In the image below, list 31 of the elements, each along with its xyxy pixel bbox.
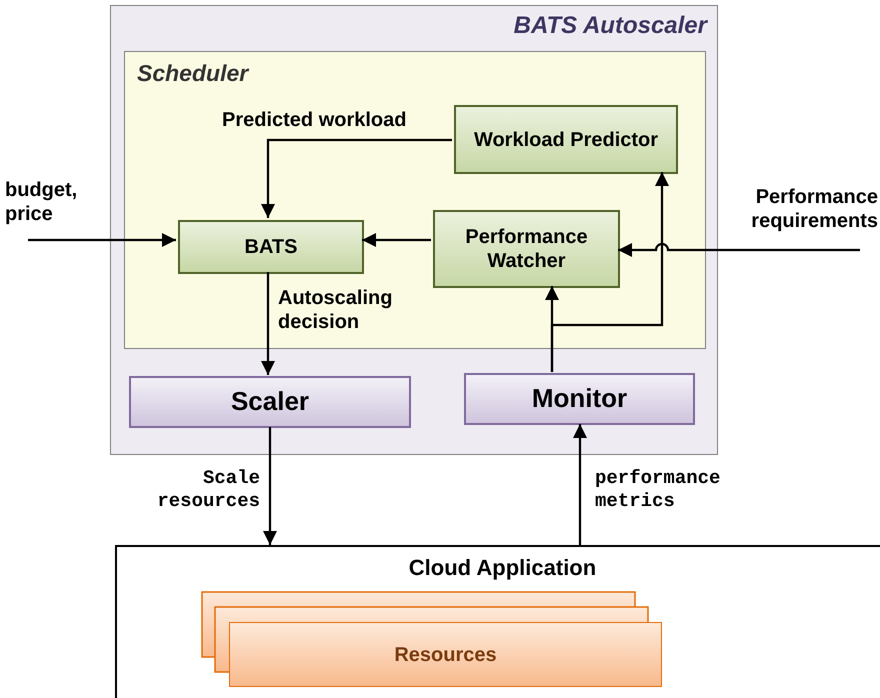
arrow xyxy=(550,172,669,372)
scheduler-panel xyxy=(124,51,706,349)
node-label: Performance Watcher xyxy=(464,225,589,273)
arrow xyxy=(28,233,176,247)
resource-card xyxy=(229,622,662,687)
input-label: budget, price xyxy=(5,178,78,226)
process-box xyxy=(433,210,620,288)
component-box xyxy=(129,376,411,428)
arrow xyxy=(261,138,452,218)
input-label: Performance requirements xyxy=(750,185,878,233)
node-label: Workload Predictor xyxy=(472,128,660,152)
panel-title: Scheduler xyxy=(137,60,248,88)
edge-label: Autoscaling decision xyxy=(278,286,394,334)
arrow xyxy=(618,242,860,257)
node-label: Monitor xyxy=(530,383,628,415)
edge-label: Predicted workload xyxy=(222,108,406,132)
arrow xyxy=(263,427,277,545)
node-label: Scaler xyxy=(230,386,310,418)
component-box xyxy=(464,373,695,425)
arrow xyxy=(573,424,587,545)
edge-label: performance metrics xyxy=(595,467,722,513)
autoscaler-panel xyxy=(110,5,718,455)
panel-title: BATS Autoscaler xyxy=(514,12,707,41)
node-label: Cloud Application xyxy=(408,555,598,582)
edge-label: Scale resources xyxy=(156,467,260,513)
node-label: Resources xyxy=(393,642,498,666)
node-label: BATS xyxy=(244,235,298,259)
process-box xyxy=(454,105,678,174)
arrow xyxy=(261,272,275,375)
process-box xyxy=(178,220,364,274)
arrow xyxy=(362,233,431,247)
